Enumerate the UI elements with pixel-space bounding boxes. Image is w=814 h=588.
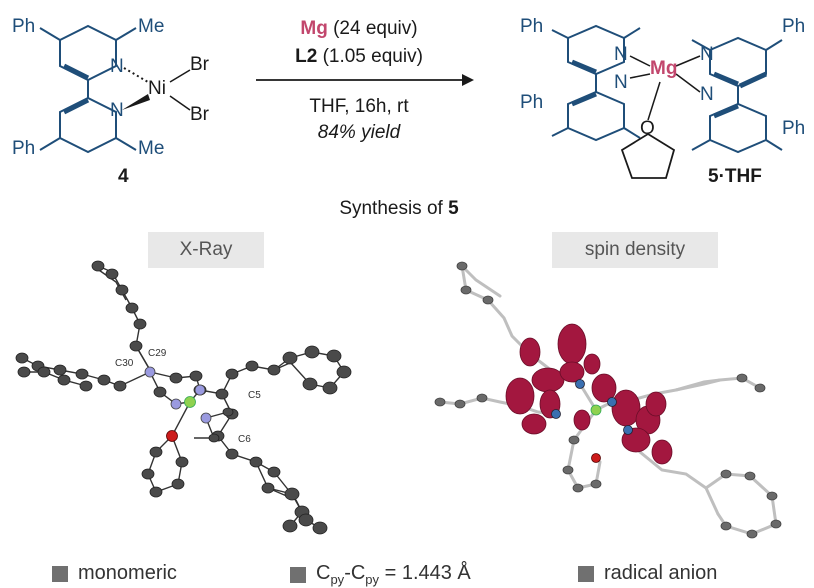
legend-square-2 — [290, 566, 306, 583]
legend-square-1 — [52, 565, 68, 582]
conditions-line2: L2 (1.05 equiv) — [256, 46, 462, 68]
ph-label-p1: Ph — [520, 16, 544, 37]
legend-radical-anion: radical anion — [578, 562, 717, 585]
conditions-yield: 84% yield — [317, 122, 401, 143]
spin-magnesium — [590, 404, 602, 416]
n-label-top: N — [110, 56, 124, 77]
ph-label-bottom: Ph — [12, 138, 36, 159]
spin-oxygen — [591, 453, 601, 463]
label-c5: C5 — [248, 390, 261, 401]
reagent-l2: L2 — [295, 46, 318, 67]
me-label-top: Me — [138, 16, 165, 37]
product-structure — [551, 24, 783, 154]
reagent-mg-amount: (24 equiv) — [333, 18, 418, 39]
reagent-mg: Mg — [300, 18, 328, 39]
xray-oxygen — [166, 430, 178, 442]
reagent-l2-amount: (1.05 equiv) — [322, 46, 423, 67]
ph-label-p4: Ph — [782, 118, 806, 139]
n-label-p1: N — [614, 44, 628, 65]
thf-ring — [620, 132, 676, 179]
n-label-p4: N — [700, 84, 714, 105]
section-title-prefix: Synthesis of — [339, 198, 449, 219]
label-c30: C30 — [115, 358, 134, 369]
section-title: Synthesis of 5 — [290, 198, 508, 220]
xray-label: X-Ray — [148, 232, 264, 268]
legend-square-3 — [578, 565, 594, 582]
crystal-structures — [15, 260, 782, 539]
legend-monomeric: monomeric — [52, 562, 177, 585]
section-title-bold: 5 — [448, 198, 459, 219]
xray-ellipsoids — [15, 260, 352, 535]
spin-density-label: spin density — [552, 232, 718, 268]
n-label-p3: N — [700, 44, 714, 65]
o-label: O — [640, 118, 655, 139]
spin-density-lobes — [505, 323, 673, 465]
br-label-top: Br — [190, 54, 209, 75]
reaction-scheme — [39, 24, 783, 179]
conditions-line1: Mg (24 equiv) — [256, 18, 462, 40]
n-label-bottom: N — [110, 100, 124, 121]
me-label-bottom: Me — [138, 138, 165, 159]
ph-label-top: Ph — [12, 16, 36, 37]
product-number: 5·THF — [708, 166, 762, 187]
conditions-line3: THF, 16h, rt — [309, 96, 409, 117]
ni-label: Ni — [148, 78, 166, 99]
legend-text-3: radical anion — [604, 562, 718, 584]
label-c6: C6 — [238, 434, 251, 445]
ph-label-p2: Ph — [520, 92, 544, 113]
n-label-p2: N — [614, 72, 628, 93]
ph-label-p3: Ph — [782, 16, 806, 37]
xray-magnesium — [184, 396, 196, 408]
reactant-structure — [39, 24, 137, 154]
reactant-number: 4 — [118, 166, 129, 187]
ni-n-wedge-bottom — [122, 94, 150, 110]
legend-text-1: monomeric — [78, 562, 177, 584]
mg-label: Mg — [650, 58, 678, 79]
label-c29: C29 — [148, 348, 167, 359]
legend-text-2: Cpy-Cpy = 1.443 Å — [316, 562, 471, 587]
legend-bond-length: Cpy-Cpy = 1.443 Å — [290, 562, 471, 587]
br-label-bottom: Br — [190, 104, 209, 125]
